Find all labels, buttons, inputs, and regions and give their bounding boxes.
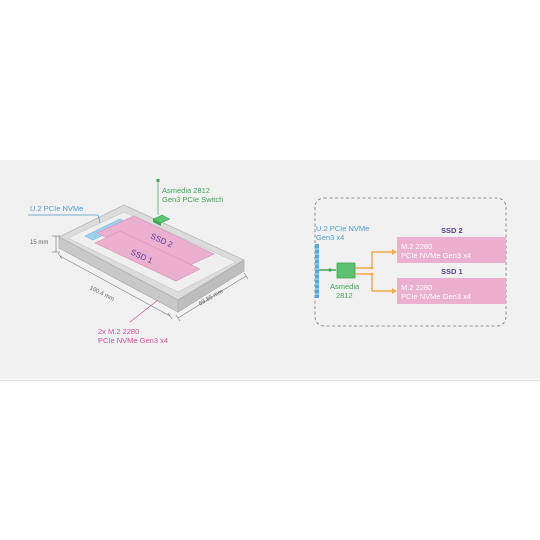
chip-label-line2: 2812 xyxy=(336,291,353,300)
u2-label-line2: Gen3 x4 xyxy=(316,233,345,242)
enclosure-right-wall xyxy=(177,259,245,313)
link-chip-ssd1 xyxy=(355,273,392,292)
height-dimension: 15 mm xyxy=(30,240,49,246)
u2-label-line1: U.2 PCIe NVMe xyxy=(316,224,370,233)
switch-chip-side xyxy=(153,219,161,226)
divider xyxy=(0,380,540,381)
m2-leader xyxy=(129,299,159,323)
chip-label-line1: Asmedia xyxy=(330,282,360,291)
enclosure-drawing xyxy=(58,204,245,313)
u2-label: U.2 PCIe NVMe xyxy=(30,204,84,213)
chip-label-line1: Asmedia 2812 xyxy=(162,186,210,195)
link-chip-ssd2 xyxy=(355,251,392,269)
m2-label-line1: 2x M.2 2280 xyxy=(98,327,140,336)
ssd2-line1: M.2 2280 xyxy=(401,242,433,251)
chip-label-line2: Gen3 PCIe Switch xyxy=(162,195,224,204)
u2-connector-bar xyxy=(315,244,319,298)
ssd1-line2: PCIe NVMe Gen3 x4 xyxy=(401,292,472,301)
chip-leader-dot xyxy=(156,179,160,182)
ssd2-box xyxy=(397,237,506,263)
ssd1-line1: M.2 2280 xyxy=(401,283,433,292)
block-diagram xyxy=(314,197,507,327)
asmedia-chip xyxy=(336,262,356,279)
m2-label-line2: PCIe NVMe Gen3 x4 xyxy=(98,336,169,345)
background-band xyxy=(0,160,540,380)
ssd2-line2: PCIe NVMe Gen3 x4 xyxy=(401,251,472,260)
ssd1-board xyxy=(94,230,201,282)
ssd2-title: SSD 2 xyxy=(441,226,463,235)
dimension-lines xyxy=(52,235,249,322)
ssd1-box xyxy=(397,278,506,304)
ssd1-title: SSD 1 xyxy=(441,267,463,276)
